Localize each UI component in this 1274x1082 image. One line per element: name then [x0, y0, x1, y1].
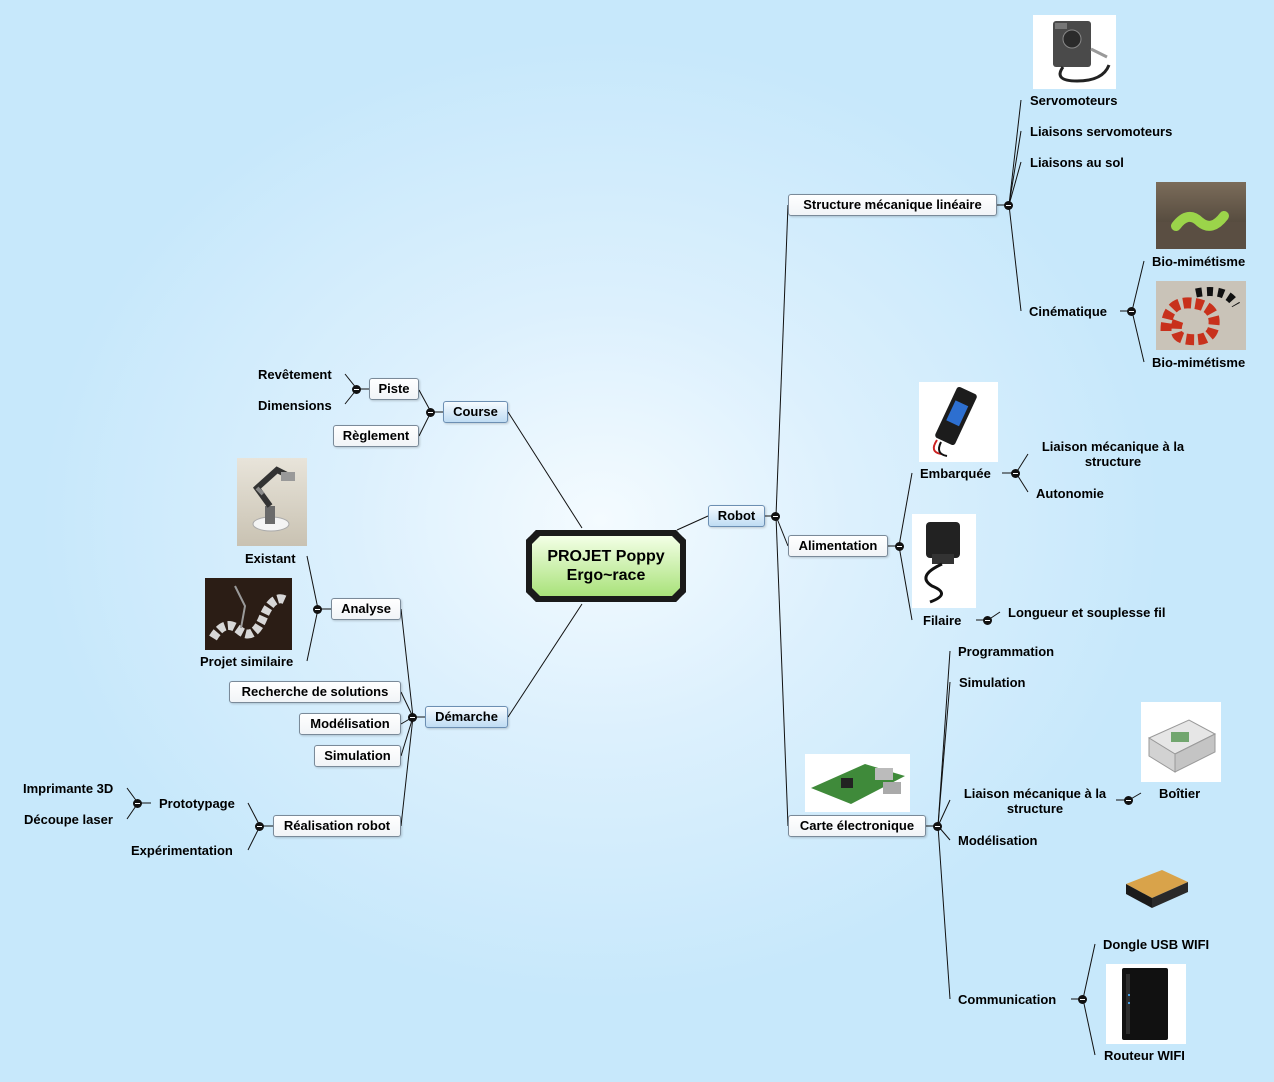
node-decoupe-laser[interactable]: Découpe laser [24, 812, 113, 827]
wifi-router-picture [1106, 964, 1186, 1044]
central-title-line2: Ergo~race [566, 567, 646, 584]
node-servomoteurs[interactable]: Servomoteurs [1030, 93, 1118, 108]
node-piste[interactable]: Piste [369, 378, 419, 400]
node-liaison-mecanique-carte[interactable]: Liaison mécanique à la structure [963, 786, 1107, 816]
node-alimentation[interactable]: Alimentation [788, 535, 888, 557]
node-cinematique[interactable]: Cinématique [1029, 304, 1108, 319]
snake-robot-picture [205, 578, 292, 650]
node-analyse[interactable]: Analyse [331, 598, 401, 620]
node-projet-similaire[interactable]: Projet similaire [200, 654, 294, 669]
node-boitier[interactable]: Boîtier [1159, 786, 1201, 801]
node-liaisons-servomoteurs[interactable]: Liaisons servomoteurs [1030, 124, 1173, 139]
central-title-line1: PROJET Poppy [547, 548, 665, 565]
node-structure-mecanique[interactable]: Structure mécanique linéaire [788, 194, 997, 216]
node-revetement[interactable]: Revêtement [258, 367, 332, 382]
node-simulation-demarche[interactable]: Simulation [314, 745, 401, 767]
node-recherche-solutions[interactable]: Recherche de solutions [229, 681, 401, 703]
collapse-toggle-course[interactable] [426, 408, 435, 417]
collapse-toggle-carte[interactable] [933, 822, 942, 831]
servo-motor-picture [1033, 15, 1116, 89]
collapse-toggle-prototypage[interactable] [133, 799, 142, 808]
collapse-toggle-cinematique[interactable] [1127, 307, 1136, 316]
node-imprimante-3d[interactable]: Imprimante 3D [23, 781, 114, 796]
collapse-toggle-liaison-carte[interactable] [1124, 796, 1133, 805]
collapse-toggle-structure[interactable] [1004, 201, 1013, 210]
node-reglement[interactable]: Règlement [333, 425, 419, 447]
node-autonomie[interactable]: Autonomie [1036, 486, 1104, 501]
collapse-toggle-communication[interactable] [1078, 995, 1087, 1004]
node-programmation[interactable]: Programmation [958, 644, 1055, 659]
battery-picture [919, 382, 998, 462]
robot-arm-picture [237, 458, 307, 546]
collapse-toggle-robot[interactable] [771, 512, 780, 521]
node-liaisons-sol[interactable]: Liaisons au sol [1030, 155, 1124, 170]
node-communication[interactable]: Communication [958, 992, 1057, 1007]
node-simulation-carte[interactable]: Simulation [959, 675, 1026, 690]
usb-wifi-dongle-picture [1120, 862, 1192, 924]
node-robot[interactable]: Robot [708, 505, 765, 527]
node-course[interactable]: Course [443, 401, 508, 423]
node-dongle-usb-wifi[interactable]: Dongle USB WIFI [1103, 937, 1210, 952]
node-modelisation-carte[interactable]: Modélisation [958, 833, 1038, 848]
node-prototypage[interactable]: Prototypage [159, 796, 235, 811]
node-filaire[interactable]: Filaire [923, 613, 962, 628]
power-adapter-picture [912, 514, 976, 608]
node-realisation-robot[interactable]: Réalisation robot [273, 815, 401, 837]
case-picture [1141, 702, 1221, 782]
node-bio-mimetisme-1[interactable]: Bio-mimétisme [1152, 254, 1246, 269]
node-carte-electronique[interactable]: Carte électronique [788, 815, 926, 837]
node-embarquee[interactable]: Embarquée [920, 466, 991, 481]
raspberry-pi-picture [805, 754, 910, 812]
node-routeur-wifi[interactable]: Routeur WIFI [1104, 1048, 1185, 1063]
node-modelisation-demarche[interactable]: Modélisation [299, 713, 401, 735]
collapse-toggle-analyse[interactable] [313, 605, 322, 614]
node-longueur-souplesse[interactable]: Longueur et souplesse fil [1008, 605, 1166, 620]
collapse-toggle-demarche[interactable] [408, 713, 417, 722]
caterpillar-picture [1156, 182, 1246, 249]
node-experimentation[interactable]: Expérimentation [131, 843, 233, 858]
node-dimensions[interactable]: Dimensions [258, 398, 332, 413]
node-liaison-mecanique-alimentation[interactable]: Liaison mécanique à la structure [1041, 439, 1185, 469]
collapse-toggle-alimentation[interactable] [895, 542, 904, 551]
collapse-toggle-filaire[interactable] [983, 616, 992, 625]
collapse-toggle-realisation[interactable] [255, 822, 264, 831]
central-topic[interactable]: PROJET Poppy Ergo~race [526, 530, 686, 602]
collapse-toggle-embarquee[interactable] [1011, 469, 1020, 478]
node-demarche[interactable]: Démarche [425, 706, 508, 728]
node-bio-mimetisme-2[interactable]: Bio-mimétisme [1152, 355, 1246, 370]
collapse-toggle-piste[interactable] [352, 385, 361, 394]
node-existant[interactable]: Existant [245, 551, 296, 566]
snake-picture [1156, 281, 1246, 350]
